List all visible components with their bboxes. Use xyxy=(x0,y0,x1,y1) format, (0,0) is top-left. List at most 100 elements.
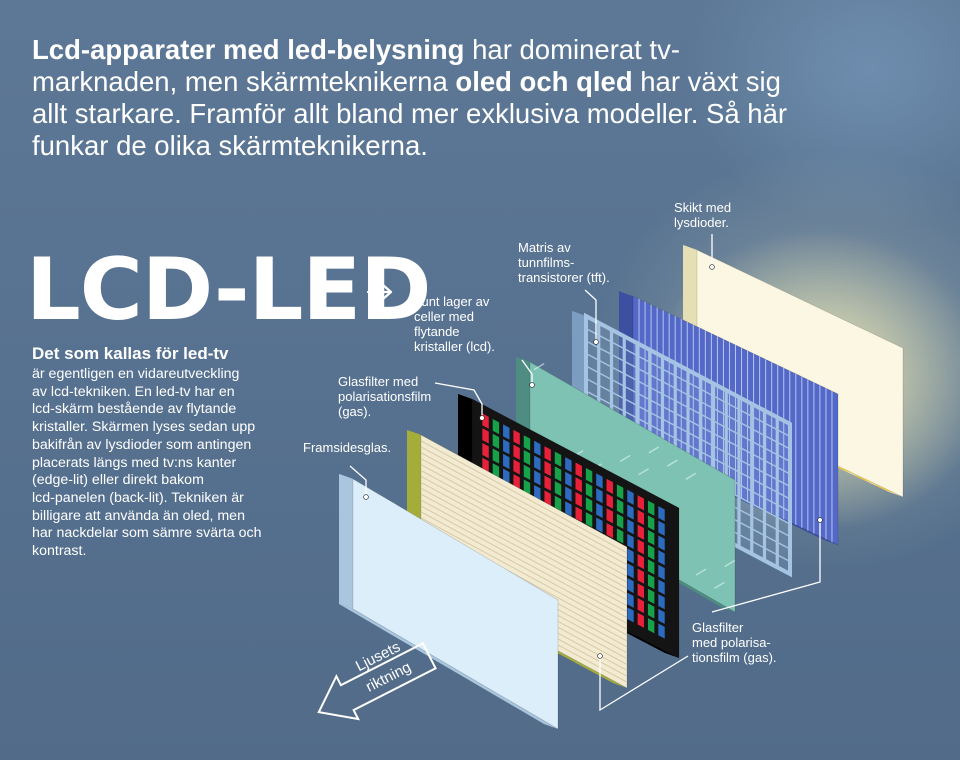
arrow-right-icon xyxy=(366,283,393,301)
section-title: LCD-LED xyxy=(26,240,432,340)
leader-lc-dot xyxy=(529,382,535,388)
subpixel xyxy=(596,488,603,504)
subpixel xyxy=(647,500,655,516)
polarizer-line xyxy=(420,487,628,601)
leader-lc xyxy=(521,359,533,383)
leader-led-dot xyxy=(709,264,715,270)
label-polarizer-rear: Glasfilter med polarisa- tionsfilm (gas)… xyxy=(692,620,777,665)
tft-row xyxy=(585,352,791,463)
subpixel xyxy=(492,418,500,435)
subpixel xyxy=(492,463,500,479)
leader-tft xyxy=(584,289,597,340)
leader-polarizer-rear-2 xyxy=(599,655,689,712)
leader-polarizer-rear xyxy=(711,522,821,613)
subpixel xyxy=(523,479,531,495)
subpixel xyxy=(627,489,634,505)
polarizer-line xyxy=(420,452,628,566)
lc-crystal xyxy=(724,559,736,568)
subpixel xyxy=(575,477,582,493)
subpixel xyxy=(554,451,562,467)
subpixel xyxy=(616,484,624,500)
tft-row xyxy=(585,327,791,438)
subpixel xyxy=(596,502,603,518)
subpixel xyxy=(585,482,593,498)
label-polarizer-front: Glasfilter med polarisationsfilm (gas). xyxy=(338,374,432,419)
subpixel xyxy=(534,455,541,471)
subpixel xyxy=(637,524,645,540)
label-led-layer: Skikt med lysdioder. xyxy=(674,200,732,230)
subpixel xyxy=(503,424,510,440)
polarizer-line xyxy=(420,446,628,560)
subpixel xyxy=(627,548,634,564)
subpixel xyxy=(544,460,551,477)
subpixel xyxy=(544,490,551,506)
subpixel xyxy=(554,481,562,497)
subpixel xyxy=(585,497,593,513)
subpixel xyxy=(585,467,593,484)
leader-front-glass-dot xyxy=(363,494,369,500)
subpixel xyxy=(627,592,634,608)
subpixel xyxy=(534,470,541,486)
subpixel xyxy=(554,466,562,482)
polarizer-line xyxy=(420,464,628,577)
polarizer-line xyxy=(420,458,628,571)
subpixel xyxy=(565,486,572,502)
subpixel xyxy=(627,607,634,623)
leader-tft-dot xyxy=(593,339,599,345)
subpixel xyxy=(627,577,634,594)
subpixel xyxy=(658,535,665,551)
paragraph-title: Det som kallas för led-tv xyxy=(32,344,229,363)
subpixel xyxy=(544,446,551,462)
subpixel xyxy=(637,495,645,511)
lc-crystal xyxy=(619,454,631,463)
subpixel xyxy=(658,520,665,536)
subpixel xyxy=(482,428,489,444)
subpixel xyxy=(658,506,665,522)
subpixel xyxy=(534,440,541,456)
subpixel xyxy=(627,504,634,520)
subpixel xyxy=(606,508,613,524)
subpixel xyxy=(513,474,520,490)
subpixel xyxy=(637,568,645,584)
tft-row xyxy=(585,365,791,475)
label-front-glass: Framsidesglas. xyxy=(303,440,392,455)
subpixel xyxy=(575,506,582,522)
subpixel xyxy=(637,553,645,570)
leader-front-glass xyxy=(349,465,367,495)
subpixel xyxy=(503,453,510,470)
subpixel xyxy=(523,435,531,451)
layer-front-glass xyxy=(339,474,559,730)
tft-row xyxy=(585,340,791,450)
subpixel xyxy=(513,444,520,460)
subpixel xyxy=(616,528,624,544)
subpixel xyxy=(627,533,634,549)
subpixel xyxy=(637,509,645,526)
polarizer-line xyxy=(420,440,628,554)
subpixel xyxy=(637,598,645,614)
subpixel xyxy=(658,594,665,610)
polarizer-line xyxy=(420,505,628,618)
subpixel xyxy=(585,512,593,528)
subpixel xyxy=(647,588,655,604)
subpixel xyxy=(647,603,655,619)
subpixel xyxy=(627,519,634,535)
tft-row xyxy=(585,377,791,488)
subpixel xyxy=(565,501,572,517)
subpixel xyxy=(658,550,665,566)
subpixel xyxy=(606,493,613,509)
polarizer-line xyxy=(420,517,628,630)
lc-crystal xyxy=(666,459,678,467)
subpixel xyxy=(658,564,665,580)
leader-polarizer-front-dot xyxy=(479,415,485,421)
subpixel xyxy=(606,522,613,539)
subpixel xyxy=(565,471,572,487)
led-diode xyxy=(849,473,877,485)
subpixel xyxy=(523,450,531,466)
leader-polarizer-rear-2-dot xyxy=(597,653,603,659)
subpixel xyxy=(513,459,520,475)
lc-crystal xyxy=(695,568,707,576)
intro-bold-1: Lcd-apparater med led-belysning xyxy=(32,34,465,65)
subpixel xyxy=(482,443,489,459)
